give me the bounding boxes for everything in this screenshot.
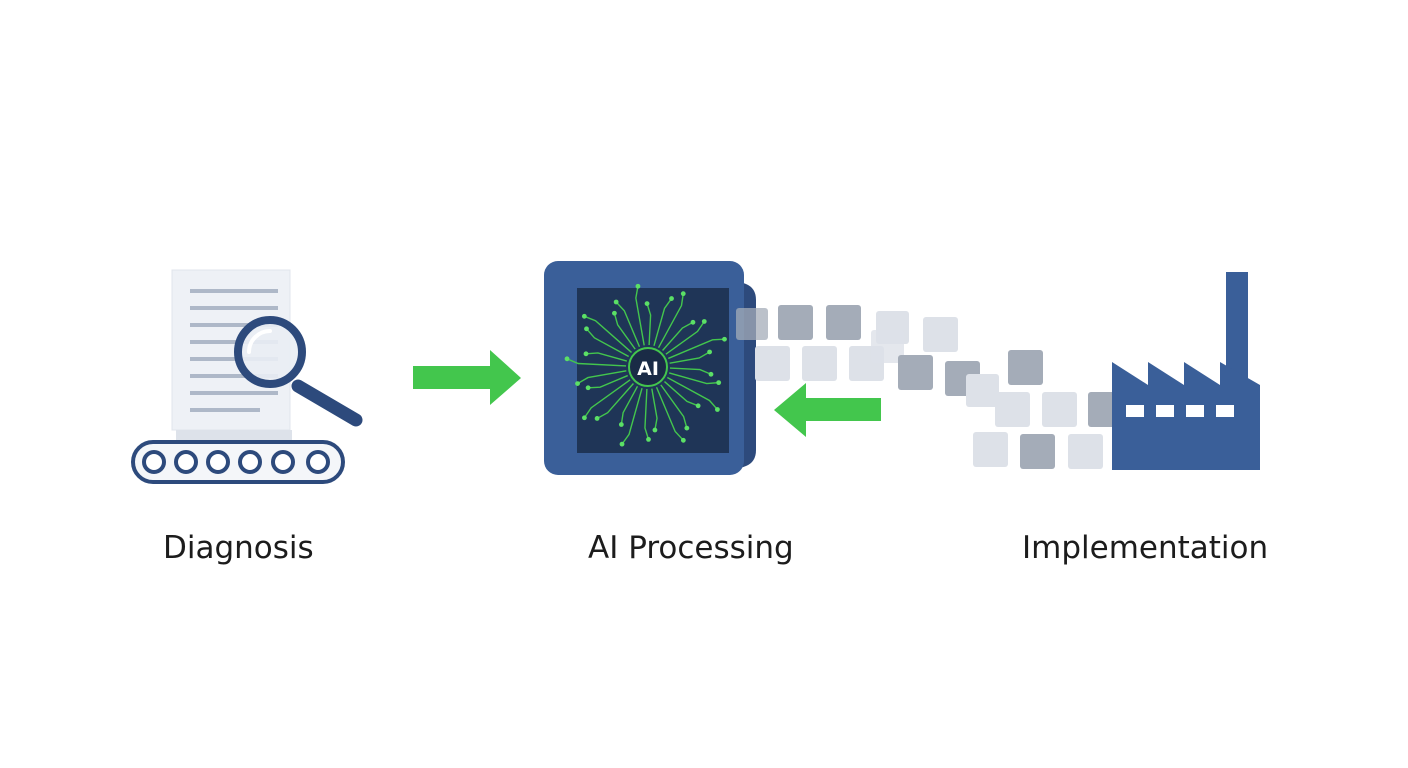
circuit-trace — [635, 286, 645, 346]
circuit-node — [680, 291, 686, 297]
circuit-node — [594, 416, 600, 421]
circuit-trace — [666, 376, 718, 410]
circuit-node — [619, 441, 625, 447]
circuit-node — [582, 415, 587, 421]
document-magnifier-conveyor-icon — [131, 269, 363, 484]
circuit-trace — [621, 387, 643, 445]
circuit-trace — [620, 385, 639, 425]
circuit-node — [690, 319, 696, 325]
circuit-trace — [577, 370, 627, 385]
circuit-trace — [669, 351, 710, 364]
circuit-trace — [646, 303, 652, 346]
circuit-node — [585, 385, 591, 391]
circuit-node — [581, 313, 587, 319]
circuit-trace — [566, 358, 627, 367]
circuit-node — [652, 427, 658, 433]
circuit-node — [701, 319, 707, 324]
circuit-trace — [655, 387, 684, 441]
circuit-node — [722, 336, 727, 342]
circuit-node — [583, 351, 589, 357]
magnifier-icon — [234, 316, 363, 427]
circuit-trace — [584, 315, 632, 353]
circuit-node — [635, 283, 641, 289]
stage-label-ai-processing: AI Processing — [588, 530, 794, 566]
circuit-node — [695, 403, 701, 409]
circuit-node — [564, 356, 570, 362]
ai-chip-text: AI — [637, 358, 659, 380]
circuit-node — [716, 380, 722, 386]
pixel-stream — [736, 305, 1118, 469]
circuit-trace — [585, 328, 630, 358]
circuit-node — [618, 422, 624, 427]
ai-chip-icon: AI — [544, 261, 756, 475]
conveyor-belt-icon — [131, 430, 345, 484]
circuit-node — [684, 425, 690, 431]
circuit-node — [612, 310, 617, 316]
circuit-node — [646, 436, 651, 442]
stage-label-implementation: Implementation — [1022, 530, 1269, 566]
circuit-trace — [644, 388, 650, 440]
circuit-trace — [668, 338, 725, 360]
circuit-trace — [651, 388, 658, 431]
circuit-trace — [615, 301, 641, 347]
circuit-node — [613, 299, 619, 305]
circuit-trace — [585, 352, 628, 362]
circuit-trace — [662, 321, 694, 351]
circuit-node — [680, 437, 686, 443]
circuit-trace — [596, 383, 634, 420]
circuit-trace — [653, 298, 673, 347]
circuit-node — [715, 407, 720, 412]
circuit-trace — [660, 384, 688, 429]
circuit-trace — [588, 374, 628, 389]
circuit-node — [575, 381, 580, 386]
circuit-trace — [669, 367, 712, 375]
circuit-node — [707, 349, 712, 355]
circuit-node — [584, 326, 589, 332]
circuit-node — [644, 301, 650, 307]
arrow-left-icon — [774, 383, 881, 437]
stage-label-diagnosis: Diagnosis — [163, 530, 314, 566]
factory-icon — [1112, 272, 1260, 470]
circuit-trace — [668, 372, 719, 385]
circuit-trace — [665, 321, 705, 355]
circuit-trace — [657, 293, 684, 349]
circuit-trace — [613, 313, 636, 350]
circuit-trace — [583, 379, 631, 419]
circuit-trace — [664, 381, 699, 407]
circuit-node — [708, 371, 714, 377]
circuit-node — [669, 296, 674, 301]
circuit-traces — [564, 283, 727, 447]
arrow-right-icon — [413, 350, 521, 405]
